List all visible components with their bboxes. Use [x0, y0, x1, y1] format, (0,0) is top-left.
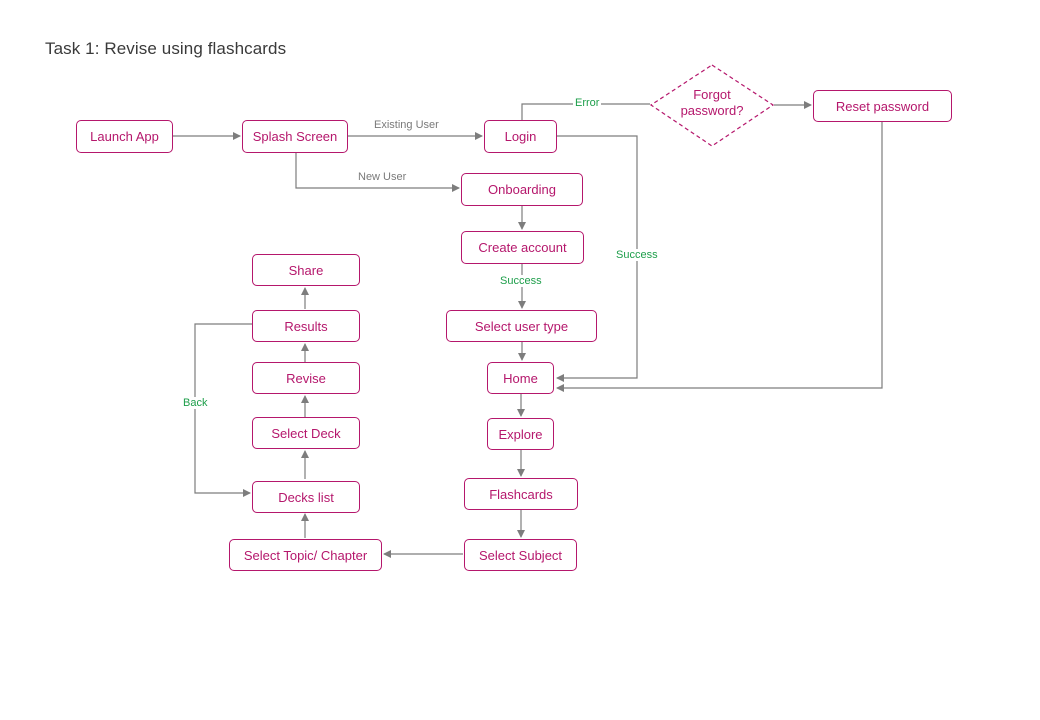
- edge-label-error: Error: [573, 97, 602, 109]
- node-revise: Revise: [252, 362, 360, 394]
- forgot-password-diamond: [649, 64, 775, 147]
- node-share: Share: [252, 254, 360, 286]
- node-reset-password: Reset password: [813, 90, 952, 122]
- edge-label-existing-user: Existing User: [374, 119, 439, 131]
- node-select-topic-chapter: Select Topic/ Chapter: [229, 539, 382, 571]
- node-select-subject: Select Subject: [464, 539, 577, 571]
- node-select-user-type: Select user type: [446, 310, 597, 342]
- node-home: Home: [487, 362, 554, 394]
- node-create-account: Create account: [461, 231, 584, 264]
- node-login: Login: [484, 120, 557, 153]
- node-splash-screen: Splash Screen: [242, 120, 348, 153]
- node-launch-app: Launch App: [76, 120, 173, 153]
- edge-label-new-user: New User: [358, 171, 407, 183]
- page-title: Task 1: Revise using flashcards: [45, 39, 287, 58]
- node-forgot-password: Forgot password?: [652, 87, 772, 125]
- node-select-deck: Select Deck: [252, 417, 360, 449]
- edge-label-success-login: Success: [615, 249, 659, 261]
- edge-login-forgot: [521, 103, 650, 120]
- edge-reset-home: [556, 122, 883, 392]
- node-decks-list: Decks list: [252, 481, 360, 513]
- node-onboarding: Onboarding: [461, 173, 583, 206]
- forgot-password-line2: password?: [680, 103, 744, 118]
- edge-splash-onboarding: [295, 153, 460, 192]
- edge-label-back: Back: [182, 397, 209, 409]
- node-flashcards: Flashcards: [464, 478, 578, 510]
- node-explore: Explore: [487, 418, 554, 450]
- edge-label-success-create: Success: [499, 275, 543, 287]
- node-results: Results: [252, 310, 360, 342]
- forgot-password-line1: Forgot: [693, 87, 731, 102]
